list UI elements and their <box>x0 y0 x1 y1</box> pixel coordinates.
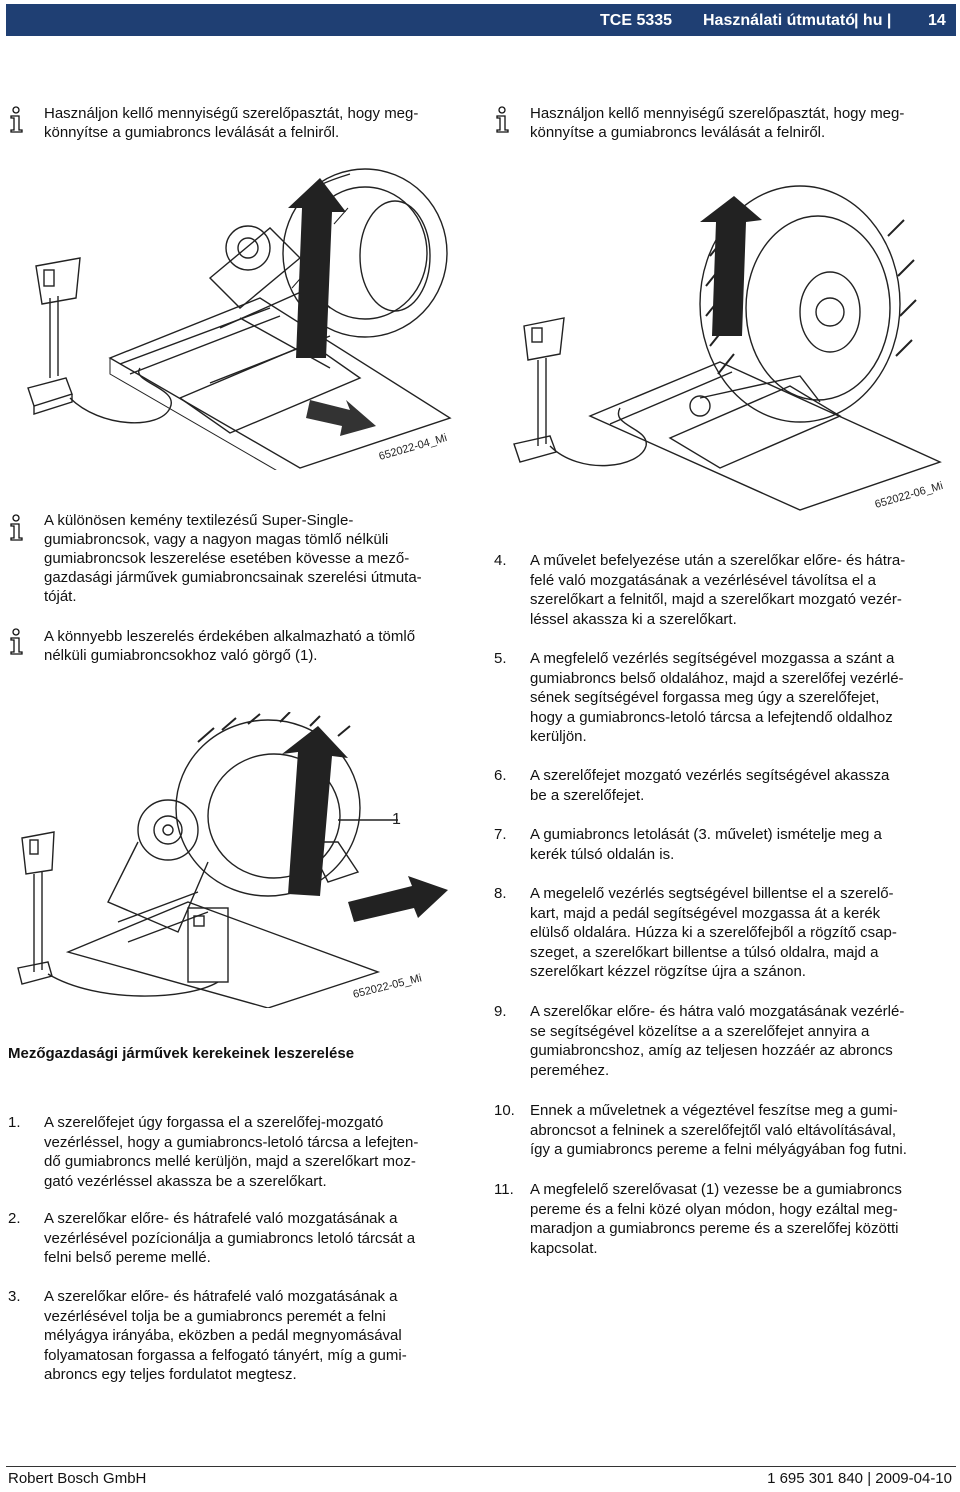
step-line: vezérléssel, hogy a gumiabroncs-letoló t… <box>44 1133 419 1151</box>
step-line: pereme és a felni közé olyan módon, hogy… <box>530 1200 898 1218</box>
step-line: be a szerelőfejet. <box>530 786 645 804</box>
step-line: vezérlésével pozícionálja a gumiabroncs … <box>44 1229 416 1247</box>
info-icon <box>10 106 23 133</box>
step-line: gumiabroncshoz, amíg az teljesen hozzáér… <box>530 1042 893 1059</box>
step-line: A szerelőkar előre- és hátra való mozgat… <box>530 1003 905 1020</box>
footer-document-info: 1 695 301 840 | 2009-04-10 <box>767 1470 952 1487</box>
note-line: könnyítse a gumiabroncs leválását a feln… <box>530 124 826 141</box>
step-line: A gumiabroncs letolását (3. művelet) ism… <box>530 826 882 843</box>
step-line: gató vezérléssel akassza be a szerelőkar… <box>44 1172 327 1190</box>
note-roller: A könnyebb leszerelés érdekében alkalmaz… <box>44 627 464 665</box>
step-line: így a gumiabroncs pereme a felni mélyágy… <box>530 1141 907 1158</box>
step-line: felé való mozgatásának a vezérlésével tá… <box>530 571 877 589</box>
note-line: gumiabroncsok, vagy a nagyon magas tömlő… <box>44 531 389 548</box>
footer-company: Robert Bosch GmbH <box>8 1470 147 1487</box>
step-line: abroncsot a felninek a szerelőfejtől val… <box>530 1121 897 1139</box>
step-number: 6. <box>494 767 507 784</box>
step-line: A szerelőkar előre- és hátrafelé való mo… <box>44 1288 398 1305</box>
footer-document-number: 1 695 301 840 <box>767 1470 864 1487</box>
tyre-changer-illustration-2: 652022-06_Mi <box>513 185 945 511</box>
step-number: 9. <box>494 1003 507 1020</box>
footer-divider <box>6 1466 956 1467</box>
step-line: Ennek a műveletnek a végeztével feszítse… <box>530 1102 898 1119</box>
step-number: 10. <box>494 1102 515 1119</box>
step-line: hogy a gumiabroncs-letoló tárcsa a lefej… <box>530 708 893 726</box>
header-model: TCE 5335 <box>600 12 673 29</box>
step-line: A szerelőfejet mozgató vezérlés segítség… <box>530 767 890 784</box>
step-line: folyamatosan forgassa a felfogató tányér… <box>44 1346 407 1364</box>
step-number: 11. <box>494 1181 514 1198</box>
step-line: kapcsolat. <box>530 1239 598 1257</box>
note-paste-right: Használjon kellő mennyiségű szerelőpaszt… <box>530 104 950 142</box>
note-line: gazdasági járművek gumiabroncsainak szer… <box>44 569 422 586</box>
step-line: A szerelőfejet úgy forgassa el a szerelő… <box>44 1114 384 1131</box>
step-line: felni belső pereme mellé. <box>44 1249 211 1266</box>
step-line: gumiabroncs belső oldalához, majd a szer… <box>530 669 904 687</box>
tyre-changer-illustration-1: 652022-04_Mi <box>27 168 452 470</box>
step-line: kerüljön. <box>530 728 587 745</box>
footer-separator: | <box>867 1470 872 1487</box>
step-line: dő gumiabroncs mellé kerüljön, majd a sz… <box>44 1153 416 1170</box>
info-icon <box>10 514 23 541</box>
note-line: nélküli gumiabroncsokhoz való görgő (1). <box>44 647 318 664</box>
info-icon <box>496 106 509 133</box>
note-line: könnyítse a gumiabroncs leválását a feln… <box>44 124 340 141</box>
note-line: Használjon kellő mennyiségű szerelőpaszt… <box>44 105 419 122</box>
step-line: szeget, a szerelőkart billentse a túlsó … <box>530 943 879 961</box>
footer-date: 2009-04-10 <box>875 1470 952 1487</box>
step-number: 5. <box>494 650 507 667</box>
step-line: elülső oldalára. Húzza ki a szerelőfejbő… <box>530 924 897 941</box>
step-line: pereméhez. <box>530 1061 610 1079</box>
step-line: mélyágya irányába, eközben a pedál megny… <box>44 1327 402 1344</box>
step-line: A megfelelő szerelővasat (1) vezesse be … <box>530 1181 902 1198</box>
step-line: maradjon a gumiabroncs pereme és a szere… <box>530 1220 899 1237</box>
step-line: A szerelőkar előre- és hátrafelé való mo… <box>44 1210 398 1227</box>
step-line: abroncs egy teljes fordulatot megtesz. <box>44 1366 297 1383</box>
step-line: A művelet befelyezése után a szerelőkar … <box>530 552 906 569</box>
section-heading: Mezőgazdasági járművek kerekeinek leszer… <box>8 1045 355 1062</box>
page-header: TCE 5335 Használati útmutató | hu | 14 <box>6 4 956 36</box>
step-line: sének segítségével forgassa meg úgy a sz… <box>530 689 880 706</box>
step-number: 4. <box>494 552 507 569</box>
note-line: A különösen kemény textilezésű Super-Sin… <box>44 512 354 529</box>
note-line: A könnyebb leszerelés érdekében alkalmaz… <box>44 628 416 645</box>
step-line: szerelőkart a felnitől, majd a szerelőka… <box>530 591 902 608</box>
note-paste-left: Használjon kellő mennyiségű szerelőpaszt… <box>44 104 464 142</box>
step-line: A megelelő vezérlés segtségével billents… <box>530 885 894 902</box>
step-number: 1. <box>8 1114 21 1131</box>
note-super-single: A különösen kemény textilezésű Super-Sin… <box>44 511 464 606</box>
note-line: gumiabroncsok leszerelése esetében köves… <box>44 550 410 567</box>
step-line: A megfelelő vezérlés segítségével mozgas… <box>530 650 895 667</box>
step-number: 7. <box>494 826 507 843</box>
step-number: 2. <box>8 1210 21 1227</box>
callout-label: 1 <box>392 811 401 828</box>
step-line: se segítségével közelítse a a szerelőfej… <box>530 1022 870 1040</box>
info-icon <box>10 628 23 655</box>
figure-code: 652022-06_Mi <box>874 480 945 511</box>
step-number: 3. <box>8 1288 21 1305</box>
header-language: | hu | <box>854 12 892 29</box>
step-line: szerelőkart kézzel rögzítse újra a száno… <box>530 963 806 980</box>
header-page-number: 14 <box>928 12 946 29</box>
figure-code: 652022-04_Mi <box>378 432 449 463</box>
step-line: léssel akassza ki a szerelőkart. <box>530 610 737 628</box>
step-line: kerék túlsó oldalán is. <box>530 845 675 863</box>
note-line: Használjon kellő mennyiségű szerelőpaszt… <box>530 105 905 122</box>
step-line: vezérlésével tolja be a gumiabroncs pere… <box>44 1307 386 1325</box>
step-line: kart, majd a pedál segítségével mozgassa… <box>530 904 881 922</box>
note-line: tóját. <box>44 588 77 605</box>
tyre-changer-illustration-3: 1 652022-05_Mi <box>17 712 448 1008</box>
step-number: 8. <box>494 885 507 902</box>
header-title: Használati útmutató <box>703 12 856 29</box>
